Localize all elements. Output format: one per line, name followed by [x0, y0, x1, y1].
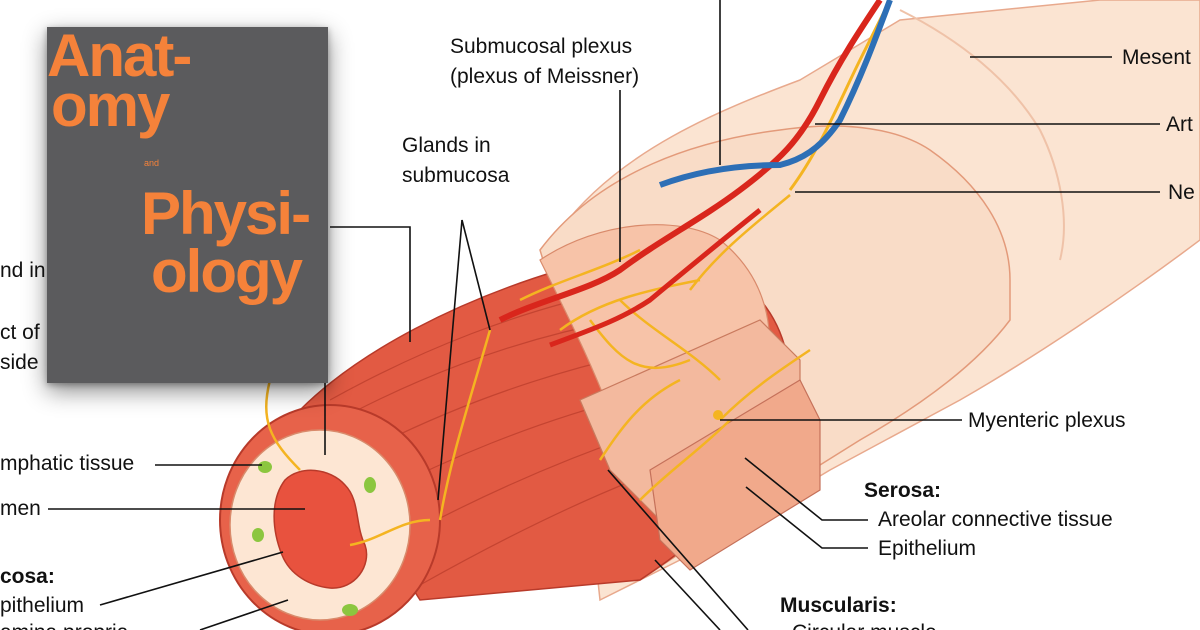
mesentery-fold: [899, 9, 1065, 261]
label-serosa-areolar: Areolar connective tissue: [878, 508, 1113, 531]
label-nerve: Ne: [1168, 181, 1195, 204]
label-muscularis-circular-partial: Circular muscle: [792, 622, 937, 630]
lymph-nodule: [364, 477, 376, 493]
label-serosa-heading: Serosa:: [864, 479, 942, 502]
label-mucosa-lamina-partial: amina propria: [0, 622, 128, 630]
lymph-nodule: [342, 604, 358, 616]
label-artery: Art: [1166, 113, 1193, 136]
book-title-conjunction: and: [144, 158, 160, 168]
myenteric-ganglion: [713, 410, 723, 420]
label-submucosal-plexus-line1: Submucosal plexus: [450, 35, 633, 58]
label-gland-partial: nd in: [0, 259, 46, 282]
label-mesentery: Mesent: [1122, 46, 1191, 69]
lymph-nodule: [258, 461, 272, 473]
label-glands-in-submucosa: Glands in submucosa: [402, 131, 509, 192]
label-submucosal-plexus-line2: (plexus of Meissner): [450, 65, 640, 89]
label-lumen: men: [0, 497, 41, 520]
label-mucosa-heading: cosa:: [0, 565, 55, 588]
artery-branch: [549, 208, 762, 348]
book-title-line-3: Physi-: [141, 180, 311, 247]
label-myenteric-plexus: Myenteric plexus: [968, 409, 1126, 432]
label-glands-line2: submucosa: [402, 164, 510, 188]
label-duct-line1: ct of: [0, 321, 40, 344]
lymph-nodule: [252, 528, 264, 542]
book-title-line-2: omy: [51, 72, 170, 139]
vein: [658, 0, 893, 188]
lumen: [273, 469, 368, 589]
label-submucosal-plexus: Submucosal plexus (plexus of Meissner): [450, 32, 639, 93]
nerve-branches: [265, 194, 811, 547]
book-title-line-1: Anat-: [47, 27, 192, 89]
label-serosa-epithelium: Epithelium: [878, 537, 977, 560]
label-muscularis-heading: Muscularis:: [780, 594, 897, 617]
label-glands-line1: Glands in: [402, 134, 491, 157]
leader-lines: [48, 0, 1160, 630]
book-title-line-4: ology: [151, 238, 303, 305]
label-duct-line2: side: [0, 351, 39, 375]
artery: [498, 0, 883, 323]
label-mucosa-epithelium: pithelium: [0, 594, 85, 617]
book-cover-thumbnail: Anat- omy and Physi- ology: [47, 27, 328, 383]
muscle-fibers: [319, 289, 661, 586]
longitudinal-muscle-block: [649, 379, 821, 571]
label-duct-partial: ct of side: [0, 318, 40, 379]
label-lymphatic-tissue: mphatic tissue: [0, 452, 135, 475]
